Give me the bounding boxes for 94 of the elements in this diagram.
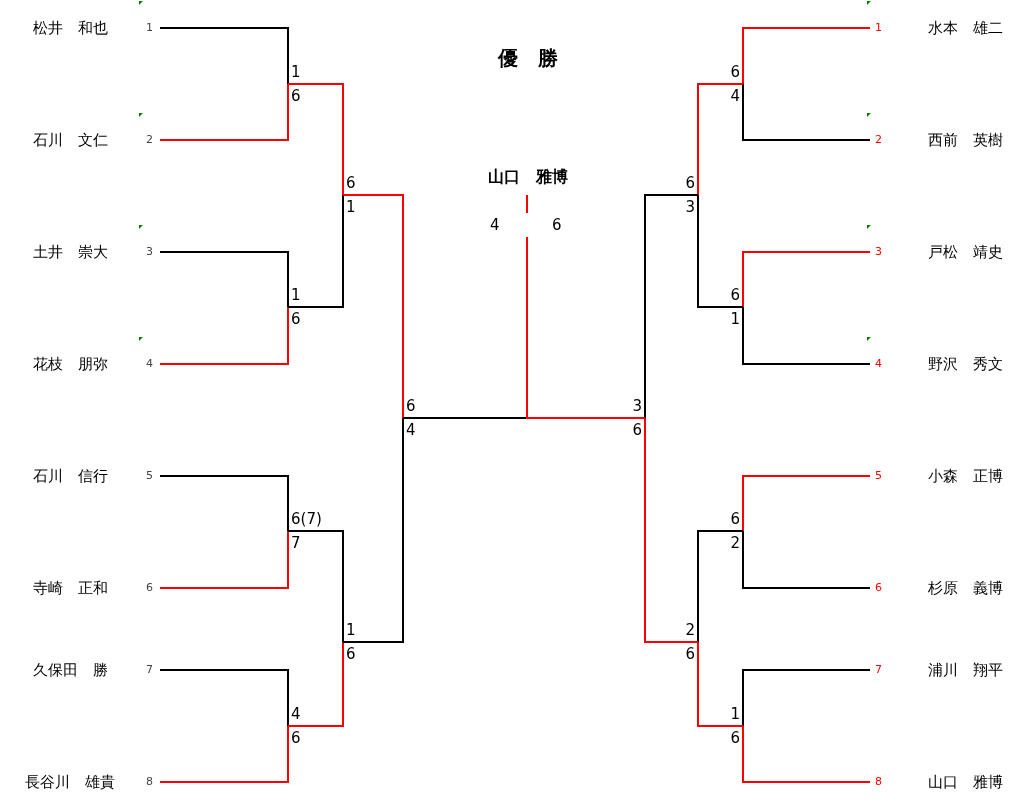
seed-number: 2 — [875, 133, 882, 147]
bracket-line — [159, 306, 289, 365]
score: 6 — [730, 286, 740, 304]
score: 1 — [291, 63, 301, 81]
player-name: 寺崎 正和 — [31, 578, 109, 598]
bracket-line — [159, 725, 289, 783]
seed-number: 5 — [146, 469, 153, 483]
player-name: 土井 崇大 — [31, 242, 109, 262]
player-name: 戸松 靖史 — [926, 242, 1004, 262]
bracket-line — [526, 194, 528, 214]
final-score: 4 — [490, 216, 500, 234]
seed-number: 1 — [875, 21, 882, 35]
bracket-line — [342, 417, 404, 643]
score: 6 — [730, 63, 740, 81]
bracket-line — [697, 194, 744, 308]
bracket-line — [697, 641, 744, 727]
bracket-line — [742, 725, 871, 783]
seed-number: 4 — [875, 357, 882, 371]
score: 1 — [291, 286, 301, 304]
bracket-line — [644, 417, 699, 643]
score: 6 — [685, 174, 695, 192]
score: 6 — [291, 310, 301, 328]
score: 1 — [346, 198, 356, 216]
score: 6 — [346, 645, 356, 663]
bracket-line — [159, 530, 289, 589]
bracket-line — [742, 669, 871, 727]
bracket-line — [159, 251, 289, 308]
score: 6 — [291, 729, 301, 747]
score: 4 — [291, 705, 301, 723]
champion-name: 山口 雅博 — [460, 158, 596, 195]
player-name: 花枝 朋弥 — [31, 354, 109, 374]
score: 7 — [291, 534, 301, 552]
seed-number: 4 — [146, 357, 153, 371]
score: 4 — [406, 421, 416, 439]
player-name: 小森 正博 — [926, 466, 1004, 486]
score: 2 — [685, 621, 695, 639]
seed-number: 2 — [146, 133, 153, 147]
bracket-line — [742, 83, 871, 141]
seed-number: 1 — [146, 21, 153, 35]
bracket-line — [742, 530, 871, 589]
bracket-line — [159, 475, 289, 532]
seed-number: 5 — [875, 469, 882, 483]
seed-number: 8 — [146, 775, 153, 789]
player-name: 石川 文仁 — [31, 130, 109, 150]
player-name: 松井 和也 — [31, 18, 109, 38]
player-name: 山口 雅博 — [926, 772, 1004, 792]
player-name: 浦川 翔平 — [926, 660, 1004, 680]
seed-number: 3 — [875, 245, 882, 259]
score: 6 — [685, 645, 695, 663]
bracket-line — [742, 306, 871, 365]
score: 6 — [632, 421, 642, 439]
seed-number: 6 — [146, 581, 153, 595]
bracket-line — [287, 194, 344, 308]
bracket-line — [697, 83, 744, 196]
final-score: 6 — [552, 216, 562, 234]
bracket-line — [742, 27, 871, 85]
score: 6 — [730, 510, 740, 528]
bracket-line — [287, 83, 344, 196]
score: 1 — [730, 310, 740, 328]
player-name: 西前 英樹 — [926, 130, 1004, 150]
bracket-line — [644, 194, 699, 419]
score: 3 — [632, 397, 642, 415]
seed-number: 6 — [875, 581, 882, 595]
score: 6(7) — [291, 510, 322, 528]
score: 6 — [406, 397, 416, 415]
score: 6 — [346, 174, 356, 192]
player-name: 野沢 秀文 — [926, 354, 1004, 374]
score: 1 — [730, 705, 740, 723]
score: 4 — [730, 87, 740, 105]
player-name: 杉原 義博 — [926, 578, 1004, 598]
bracket-line — [159, 27, 289, 85]
seed-number: 7 — [875, 663, 882, 677]
bracket-line — [159, 83, 289, 141]
bracket-line — [742, 475, 871, 532]
seed-number: 8 — [875, 775, 882, 789]
player-name: 長谷川 雄貴 — [24, 772, 116, 792]
seed-number: 3 — [146, 245, 153, 259]
score: 3 — [685, 198, 695, 216]
score: 2 — [730, 534, 740, 552]
player-name: 水本 雄二 — [926, 18, 1004, 38]
score: 6 — [730, 729, 740, 747]
bracket-line — [342, 194, 404, 419]
bracket-line — [287, 530, 344, 643]
bracket-line — [526, 236, 646, 419]
bracket-line — [159, 669, 289, 727]
bracket-line — [697, 530, 744, 643]
tournament-title: 優 勝 — [497, 45, 559, 72]
bracket-line — [742, 251, 871, 308]
player-name: 久保田 勝 — [31, 660, 109, 680]
player-name: 石川 信行 — [31, 466, 109, 486]
bracket-line — [287, 641, 344, 727]
score: 6 — [291, 87, 301, 105]
seed-number: 7 — [146, 663, 153, 677]
score: 1 — [346, 621, 356, 639]
